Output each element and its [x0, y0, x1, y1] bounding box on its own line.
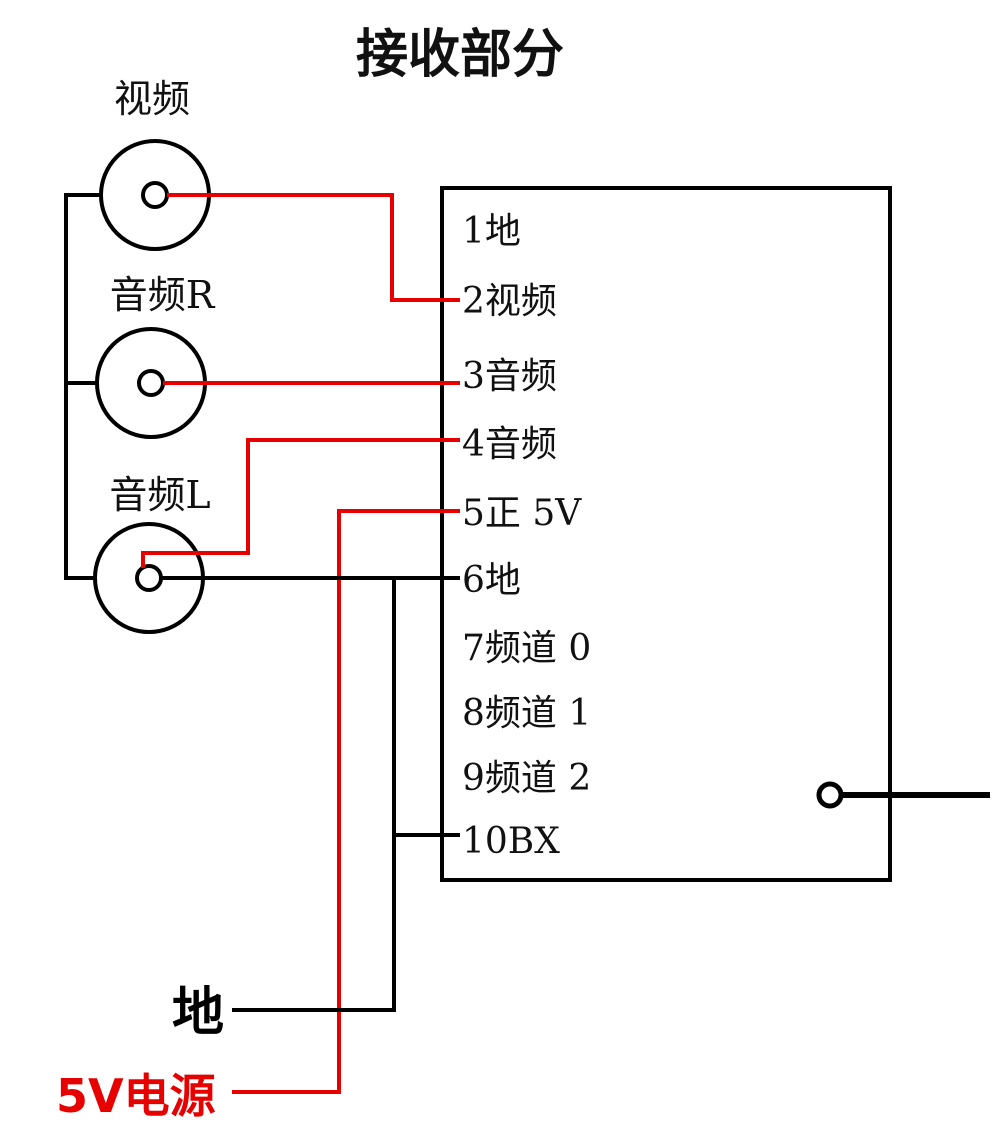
pin-label: 7频道 0: [462, 628, 591, 669]
pin-label: 4音频: [462, 424, 557, 465]
pin-label: 1地: [462, 211, 521, 252]
receiver-module: [440, 186, 892, 882]
jack-label-video: 视频: [114, 77, 190, 121]
pin-label: 8频道 1: [462, 693, 591, 734]
pin-label: 6地: [462, 560, 521, 601]
wire-5v-power: [232, 509, 460, 1094]
pin-label: 9频道 2: [462, 758, 591, 799]
jack-label-audio-l: 音频L: [109, 473, 210, 517]
diagram-title: 接收部分: [356, 25, 564, 85]
pin-label: 5正 5V: [462, 493, 582, 534]
pin-label: 3音频: [462, 356, 557, 397]
jack-ground-bus: [64, 193, 102, 580]
pin-label: 2视频: [462, 281, 557, 322]
power-label: 5V电源: [56, 1069, 216, 1123]
wire-video: [167, 193, 460, 302]
pin-label: 10BX: [462, 821, 560, 862]
ground-label: 地: [172, 983, 224, 1043]
pin-labels: 1地 2视频 3音频 4音频 5正 5V 6地 7频道 0 8频道 1 9频道 …: [462, 211, 591, 862]
jack-label-audio-r: 音频R: [110, 273, 216, 317]
wire-audio-l: [141, 438, 460, 568]
wire-ground-pin10: [232, 578, 460, 1012]
antenna-terminal: [816, 781, 990, 809]
